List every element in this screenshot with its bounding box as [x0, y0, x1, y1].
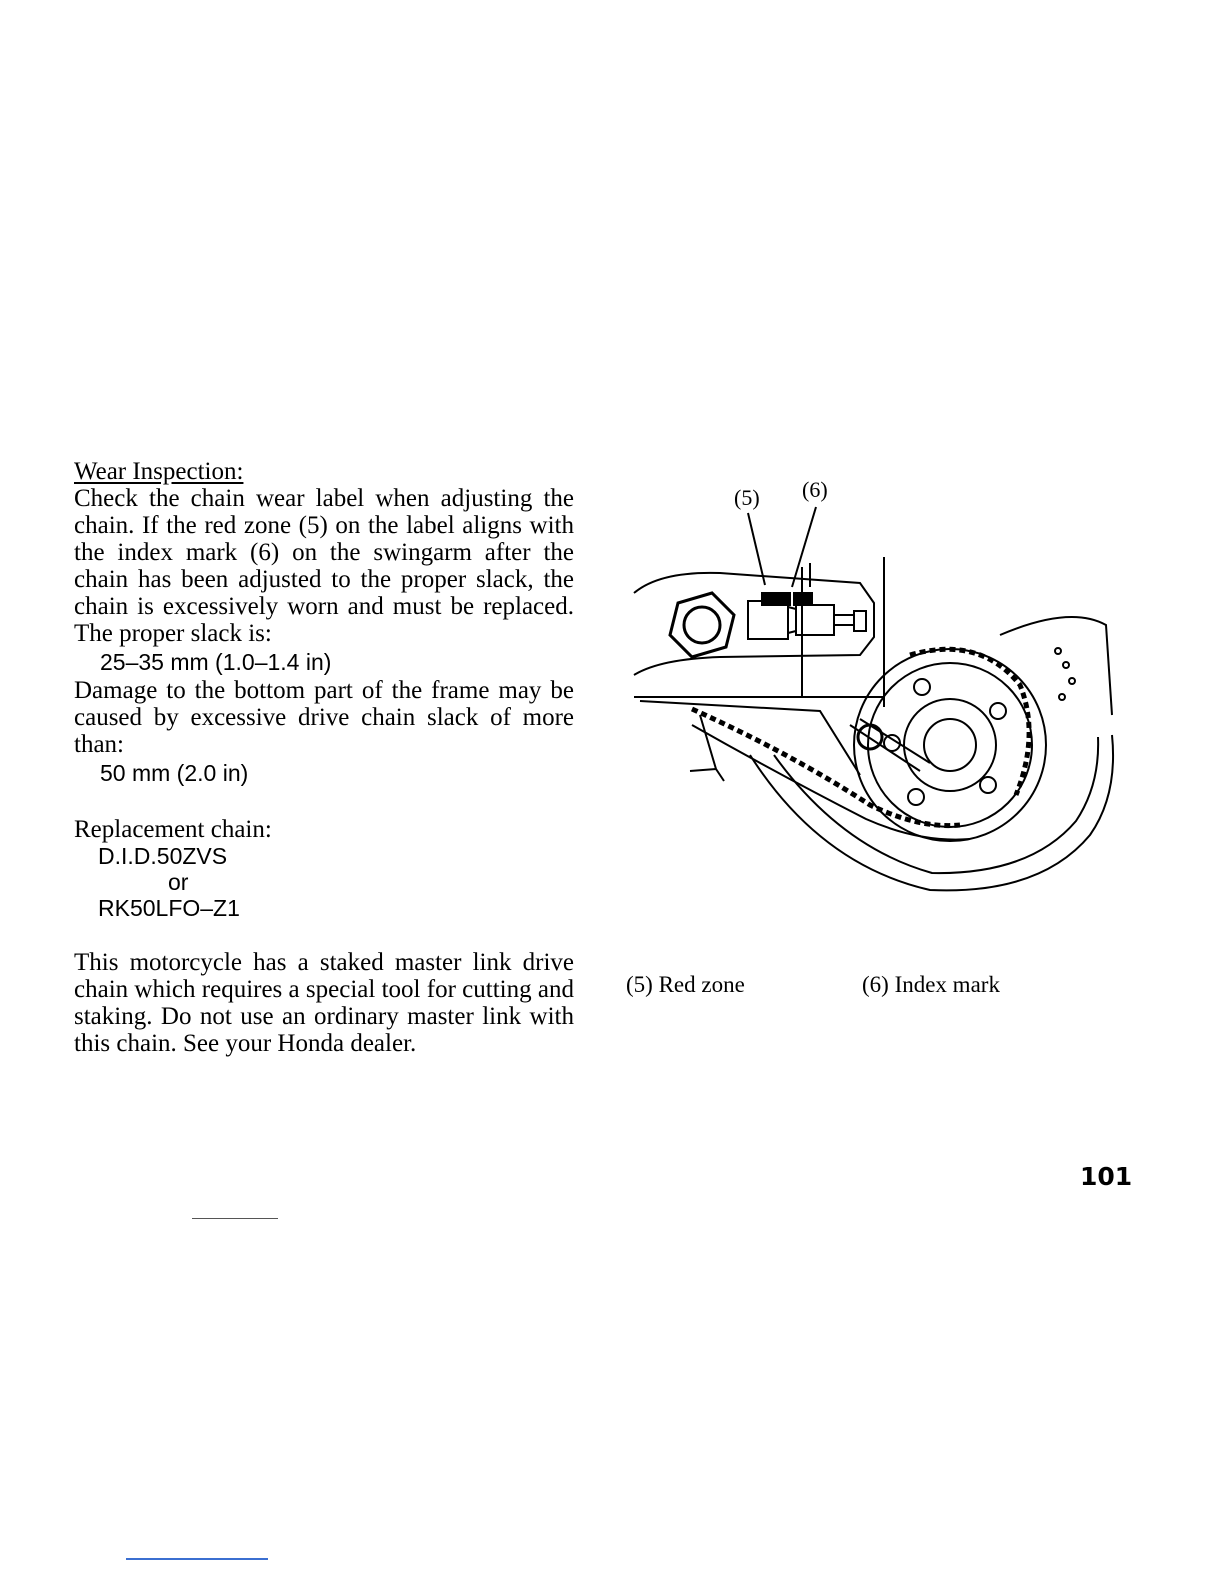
page-number: 101	[1080, 1162, 1133, 1191]
section-heading: Wear Inspection:	[74, 458, 244, 485]
damage-paragraph: Damage to the bottom part of the frame m…	[74, 677, 574, 758]
master-link-paragraph: This motorcycle has a staked master link…	[74, 949, 574, 1057]
chain-or: or	[168, 869, 189, 895]
replacement-label: Replacement chain:	[74, 816, 272, 843]
text-column: Wear Inspection: Check the chain wear la…	[74, 458, 574, 1057]
wear-paragraph: Check the chain wear label when adjustin…	[74, 485, 574, 647]
slack-spec: 25–35 mm (1.0–1.4 in)	[100, 649, 332, 675]
rear-wheel-drawing	[633, 506, 1115, 892]
caption-red-zone: (5) Red zone	[626, 972, 745, 997]
caption-index-mark: (6) Index mark	[862, 972, 1000, 997]
callout-5: (5)	[734, 485, 760, 510]
callout-6: (6)	[802, 477, 828, 502]
divider-line	[192, 1218, 278, 1219]
max-slack-spec: 50 mm (2.0 in)	[100, 760, 249, 786]
chain-wear-illustration: (5) (6)	[620, 475, 1130, 905]
chain-option-2: RK50LFO–Z1	[98, 895, 240, 921]
chain-option-1: D.I.D.50ZVS	[98, 843, 228, 869]
bottom-link-line	[126, 1558, 268, 1560]
